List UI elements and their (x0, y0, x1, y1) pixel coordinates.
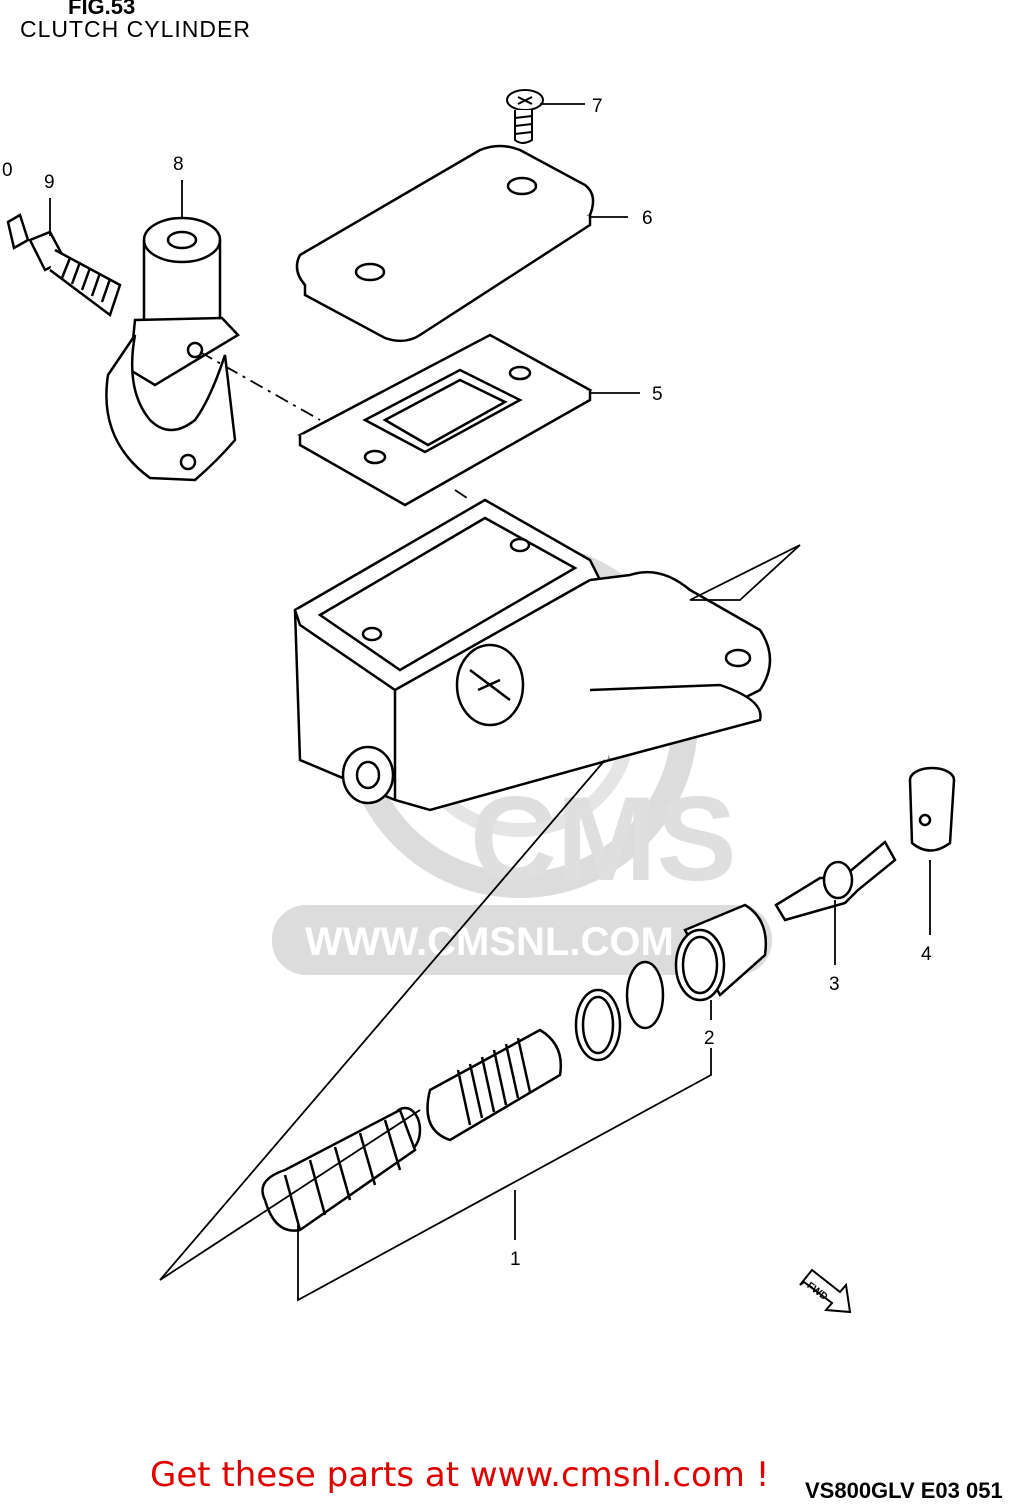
part-4-sleeve (908, 766, 956, 852)
master-cylinder-body (293, 498, 772, 812)
part-3-pushrod (774, 840, 897, 922)
diagram-code: VS800GLV E03 051 (805, 1478, 1003, 1503)
callout-8: 8 (173, 154, 184, 175)
callout-10: 0 (2, 160, 13, 181)
callout-2: 2 (704, 1028, 715, 1049)
watermark-url: WWW.CMSNL.COM (305, 920, 674, 964)
callout-4: 4 (921, 944, 932, 965)
part-7-screw (506, 89, 544, 144)
part-9-bolt (6, 213, 122, 318)
watermark-brand: CMS (470, 772, 737, 906)
leader-lines (49, 103, 931, 1302)
parts-banner-link[interactable]: Get these parts at www.cmsnl.com ! (150, 1455, 770, 1495)
part-2-boot (574, 903, 768, 1062)
callout-6: 6 (642, 208, 653, 229)
figure-title: CLUTCH CYLINDER (20, 16, 251, 42)
callout-1: 1 (510, 1249, 521, 1270)
callouts: 7 6 5 8 9 0 4 3 2 1 (2, 96, 932, 1270)
callout-7: 7 (592, 96, 603, 117)
fwd-arrow-icon: FWD (799, 1268, 852, 1314)
part-5-diaphragm (297, 333, 593, 507)
callout-3: 3 (829, 974, 840, 995)
part-1-piston-set (261, 1028, 563, 1232)
part-6-cap (295, 144, 595, 343)
callout-5: 5 (652, 384, 663, 405)
callout-9: 9 (44, 172, 55, 193)
figure-number: FIG.53 (68, 0, 136, 19)
part-8-clamp (105, 216, 240, 482)
